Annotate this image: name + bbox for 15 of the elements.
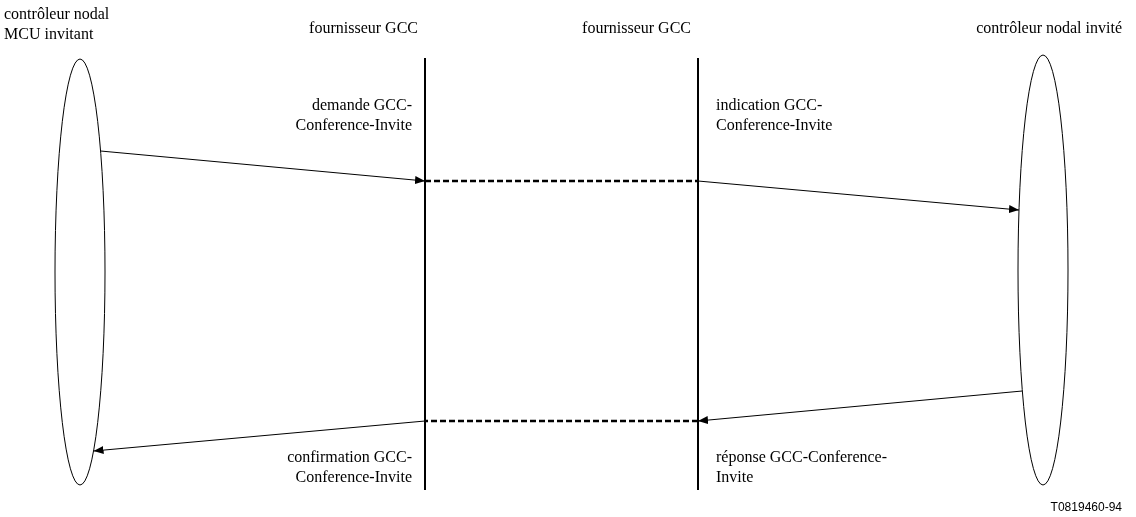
dashed-line xyxy=(425,419,698,423)
node-heading: fournisseur GCC xyxy=(582,18,692,38)
node-heading: contrôleur nodal invité xyxy=(976,18,1123,38)
arrow xyxy=(100,150,426,185)
arrow xyxy=(697,390,1023,425)
edge-label: indication GCC-Conference-Invite xyxy=(716,95,834,135)
edge-label: réponse GCC-Conference-Invite xyxy=(716,447,889,487)
arrow xyxy=(697,180,1020,214)
edge-label: demande GCC-Conference-Invite xyxy=(294,95,412,135)
node-heading: fournisseur GCC xyxy=(309,18,419,38)
node-heading: contrôleur nodal MCU invitant xyxy=(4,4,111,44)
arrow xyxy=(93,420,426,455)
edge-label: confirmation GCC-Conference-Invite xyxy=(286,447,412,487)
dashed-line xyxy=(425,179,698,183)
figure-code: T0819460-94 xyxy=(1050,500,1122,514)
